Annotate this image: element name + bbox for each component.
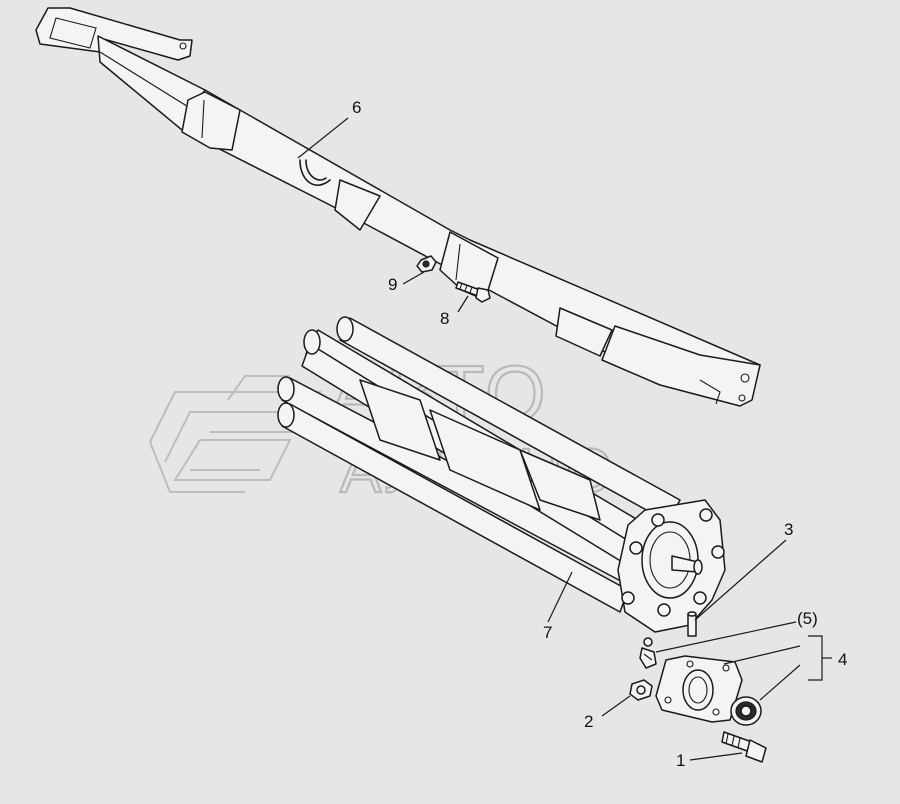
part-3-pin [687,611,697,637]
callout-8: 8 [440,309,449,328]
watermark-emblem [149,375,322,493]
part-4-bearing-housing [655,655,762,726]
part-6-frame-beam [35,7,761,407]
callout-1: 1 [676,751,685,770]
callout-labels: 6 9 8 7 3 (5) 4 2 1 [352,98,847,770]
part-9-nut [416,255,437,273]
callout-5: (5) [797,609,818,628]
callout-9: 9 [388,275,397,294]
part-1-bolt [721,731,767,763]
callout-3: 3 [784,520,793,539]
part-7-reel-assembly [277,316,726,633]
leader-lines [297,117,832,761]
callout-2: 2 [584,712,593,731]
callout-6: 6 [352,98,361,117]
part-2-nut [629,679,653,701]
callout-7: 7 [543,623,552,642]
part-8-bolt [455,281,491,303]
callout-4: 4 [838,650,847,669]
part-5-grease-nipple [639,637,657,669]
